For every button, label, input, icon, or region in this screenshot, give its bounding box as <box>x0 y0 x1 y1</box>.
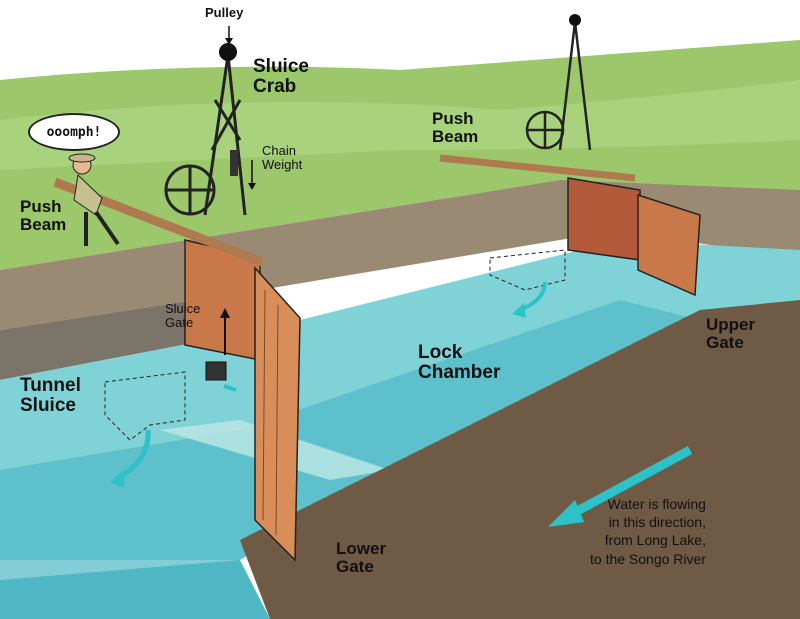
label-lock-chamber: Lock Chamber <box>418 343 500 383</box>
label-push-beam-right: Push Beam <box>432 110 478 146</box>
label-push-beam-left: Push Beam <box>20 198 66 234</box>
label-tunnel-sluice: Tunnel Sluice <box>20 376 81 416</box>
flow-note: Water is flowing in this direction, from… <box>590 495 706 568</box>
chain-weight <box>230 150 238 176</box>
pulley-icon <box>219 43 237 61</box>
upper-gate-left <box>568 178 640 260</box>
exclamation-bubble: ooomph! <box>28 113 120 151</box>
label-chain-weight: Chain Weight <box>262 144 302 171</box>
label-upper-gate: Upper Gate <box>706 316 755 352</box>
label-sluice-crab: Sluice Crab <box>253 57 309 97</box>
label-sluice-gate: Sluice Gate <box>165 302 200 329</box>
label-lower-gate: Lower Gate <box>336 540 386 576</box>
label-pulley: Pulley <box>205 6 243 20</box>
